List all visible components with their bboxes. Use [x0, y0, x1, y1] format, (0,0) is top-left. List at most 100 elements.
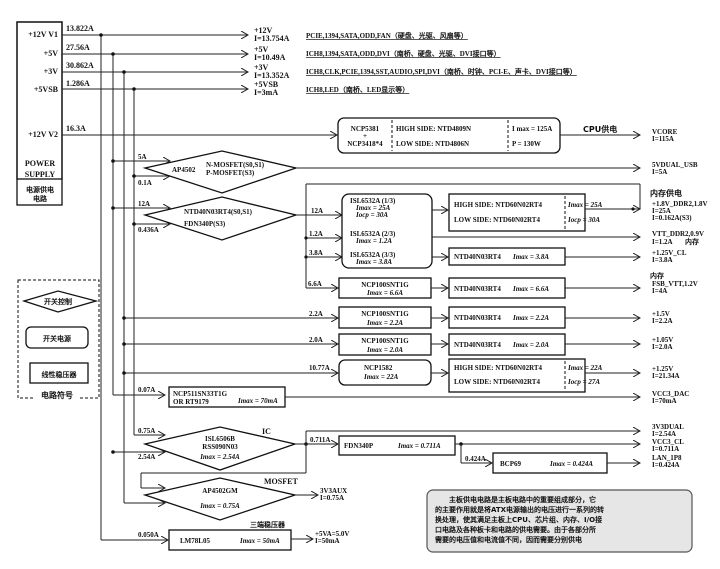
vcore-rail: VCORE: [652, 128, 678, 136]
legend-switch-control: 开关控制: [44, 297, 72, 306]
3v3dual-current: I=2.54A: [652, 430, 676, 438]
svg-text:+: +: [363, 132, 367, 140]
rail-current: 13.822A: [66, 24, 94, 33]
ntd-block: NTD40N03RT4 Imax = 2.2A: [448, 306, 566, 329]
ntd-block: NTD40N03RT4 Imax = 2.0A: [448, 333, 566, 356]
3v3aux-rail: 3V3AUX: [320, 487, 347, 495]
svg-text:OR RT9179: OR RT9179: [173, 398, 209, 406]
mem-power-label: 内存供电: [650, 188, 682, 198]
svg-text:NTD40N03RT4: NTD40N03RT4: [454, 285, 501, 293]
svg-text:HIGH SIDE: NTD4809N: HIGH SIDE: NTD4809N: [396, 125, 471, 133]
ddr2-rail: +1.8V_DDR2,1.8V: [652, 200, 708, 208]
svg-text:Imax = 2.0A: Imax = 2.0A: [366, 346, 403, 354]
usb-current: I=5A: [652, 168, 667, 176]
svg-text:+12V: +12V: [254, 26, 273, 35]
rail-label: +5V: [44, 49, 59, 58]
ncp-in-current: 2.0A: [309, 336, 323, 344]
svg-text:口电路及各种板卡和电路的供电需要。由于各部分所: 口电路及各种板卡和电路的供电需要。由于各部分所: [435, 525, 596, 534]
vcore-current: I=115A: [652, 135, 674, 143]
3v3dual-rail: 3V3DUAL: [652, 423, 684, 431]
ddr2-current-s3: I=0.162A(S3): [652, 214, 692, 222]
svg-text:LOW SIDE: NTD60N02RT4: LOW SIDE: NTD60N02RT4: [454, 378, 540, 386]
v105-rail: +1.05V: [652, 336, 673, 344]
svg-text:FDN340P: FDN340P: [344, 442, 374, 450]
svg-text:需要的电压值和电流值不同，因而需要分别供电: 需要的电压值和电流值不同，因而需要分别供电: [435, 535, 582, 544]
isl6506-out-current: 0.711A: [310, 436, 330, 444]
cl-rail: +1.25V_CL: [652, 249, 687, 257]
cpu-vrm-block: NCP5381 + NCP3418*4 HIGH SIDE: NTD4809N …: [337, 117, 561, 154]
svg-text:+3V: +3V: [254, 63, 269, 72]
svg-text:ISL6532A (3/3): ISL6532A (3/3): [350, 251, 396, 259]
svg-text:NCP3418*4: NCP3418*4: [347, 140, 383, 148]
svg-text:P = 130W: P = 130W: [512, 140, 541, 148]
description-note: 主板供电电路是主板电路中的重要组成部分，它 的主要作用就是将ATX电源输出的电压…: [426, 489, 693, 553]
svg-text:换处理，使其满足主板上CPU、芯片组、内存、I/O接: 换处理，使其满足主板上CPU、芯片组、内存、I/O接: [435, 515, 602, 524]
dac-current: I=70mA: [652, 397, 677, 405]
ddr-switch: NTD40N03RT4(S0,S1) FDN340P(S3): [142, 196, 299, 241]
svg-text:FDN340P(S3): FDN340P(S3): [184, 220, 226, 228]
ic-label: IC: [262, 427, 271, 436]
svg-text:I=10.49A: I=10.49A: [254, 53, 286, 62]
isl6506-in-current: 2.54A: [138, 453, 155, 461]
svg-text:Imax = 25A: Imax = 25A: [567, 201, 603, 209]
svg-text:Imax = 0.75A: Imax = 0.75A: [199, 502, 240, 510]
rail-label: +12V V2: [28, 130, 58, 139]
fsb-rail: FSB_VTT,1.2V: [652, 280, 698, 288]
svg-text:Imax = 3.8A: Imax = 3.8A: [512, 253, 549, 261]
mosfet-label: MOSFET: [264, 477, 298, 486]
fsb-tag: 内存: [650, 271, 664, 280]
ncp-in-current: 6.6A: [308, 280, 322, 288]
lan-rail: LAN_1P8: [652, 454, 682, 462]
ap4502-switch: AP4502 N-MOSFET(S0,S1) P-MOSFET(S3): [142, 150, 299, 194]
legend-linear-reg: 线性稳压器: [42, 370, 78, 379]
svg-text:Iocp = 30A: Iocp = 30A: [355, 211, 388, 219]
rail-label: +5VSB: [34, 85, 59, 94]
svg-text:LM78L05: LM78L05: [180, 537, 210, 545]
svg-text:+5VSB: +5VSB: [254, 80, 279, 89]
isl-in-current: 1.2A: [309, 230, 323, 238]
svg-text:Imax = 2.0A: Imax = 2.0A: [512, 341, 549, 349]
svg-text:ISL6506B: ISL6506B: [205, 435, 235, 443]
svg-text:I max = 125A: I max = 125A: [512, 125, 552, 133]
fet-38-block: NTD40N03RT4 Imax = 3.8A: [448, 247, 566, 266]
svg-text:NTD40N03RT4: NTD40N03RT4: [454, 314, 501, 322]
ddr-in-current: 0.436A: [138, 226, 159, 234]
svg-text:Imax = 0.711A: Imax = 0.711A: [397, 442, 441, 450]
5va-rail: +5VA=5.0V: [315, 530, 350, 538]
supply-label-zh: 电源供电: [26, 185, 54, 194]
svg-text:主板供电电路是主板电路中的重要组成部分，它: 主板供电电路是主板电路中的重要组成部分，它: [435, 495, 596, 504]
svg-text:RSS090N03: RSS090N03: [202, 443, 238, 451]
svg-text:HIGH SIDE: NTD60N02RT4: HIGH SIDE: NTD60N02RT4: [454, 201, 543, 209]
legend: 开关控制 开关电源 线性稳压器 电路符号: [17, 279, 100, 400]
svg-text:LOW SIDE: NTD4806N: LOW SIDE: NTD4806N: [396, 140, 469, 148]
v125-rail: +1.25V: [652, 365, 673, 373]
lm78l05-block: LM78L05 Imax = 50mA: [168, 529, 292, 551]
cpu-label: CPU供电: [583, 124, 617, 134]
rail-label: +3V: [44, 67, 59, 76]
svg-text:NTD40N03RT4: NTD40N03RT4: [454, 253, 501, 261]
vtt-rail: VTT_DDR2,0.9V: [652, 230, 704, 238]
ncp-in-current: 2.2A: [309, 310, 323, 318]
svg-text:+5V: +5V: [254, 45, 269, 54]
svg-text:Iocp = 27A: Iocp = 27A: [567, 378, 600, 386]
svg-text:NCP511SN33T1G: NCP511SN33T1G: [173, 390, 228, 398]
svg-text:Imax = 22A: Imax = 22A: [567, 364, 603, 372]
ddr-in-current: 12A: [138, 200, 150, 208]
svg-text:HIGH SIDE: NTD60N02RT4: HIGH SIDE: NTD60N02RT4: [454, 364, 543, 372]
svg-text:I=13.352A: I=13.352A: [254, 71, 290, 80]
vtt-tag: 内存: [685, 237, 699, 246]
svg-text:LOW SIDE: NTD60N02RT4: LOW SIDE: NTD60N02RT4: [454, 216, 540, 224]
svg-text:NCP100SNT1G: NCP100SNT1G: [361, 310, 409, 318]
svg-text:AP4502: AP4502: [172, 166, 196, 174]
v15-rail: +1.5V: [652, 310, 670, 318]
ncp511-block: NCP511SN33T1G OR RT9179 Imax = 70mA: [168, 386, 286, 408]
lm78-in-current: 0.050A: [138, 531, 159, 539]
5va-current: I=50mA: [315, 537, 340, 545]
isl6506b-switch: ISL6506B RSS090N03 Imax = 2.54A: [142, 426, 298, 471]
svg-text:I=3mA: I=3mA: [254, 88, 278, 97]
rail-label: +12V V1: [28, 30, 58, 39]
ncp1582-fet-block: HIGH SIDE: NTD60N02RT4 LOW SIDE: NTD60N0…: [448, 358, 603, 393]
rail-current: 16.3A: [66, 124, 86, 133]
ncp1582-block: NCP1582 Imax = 22A: [338, 359, 432, 386]
top-output-5vsb: +5VSB I=3mA ICH8,LED（南桥、LED显示等）: [254, 80, 409, 97]
